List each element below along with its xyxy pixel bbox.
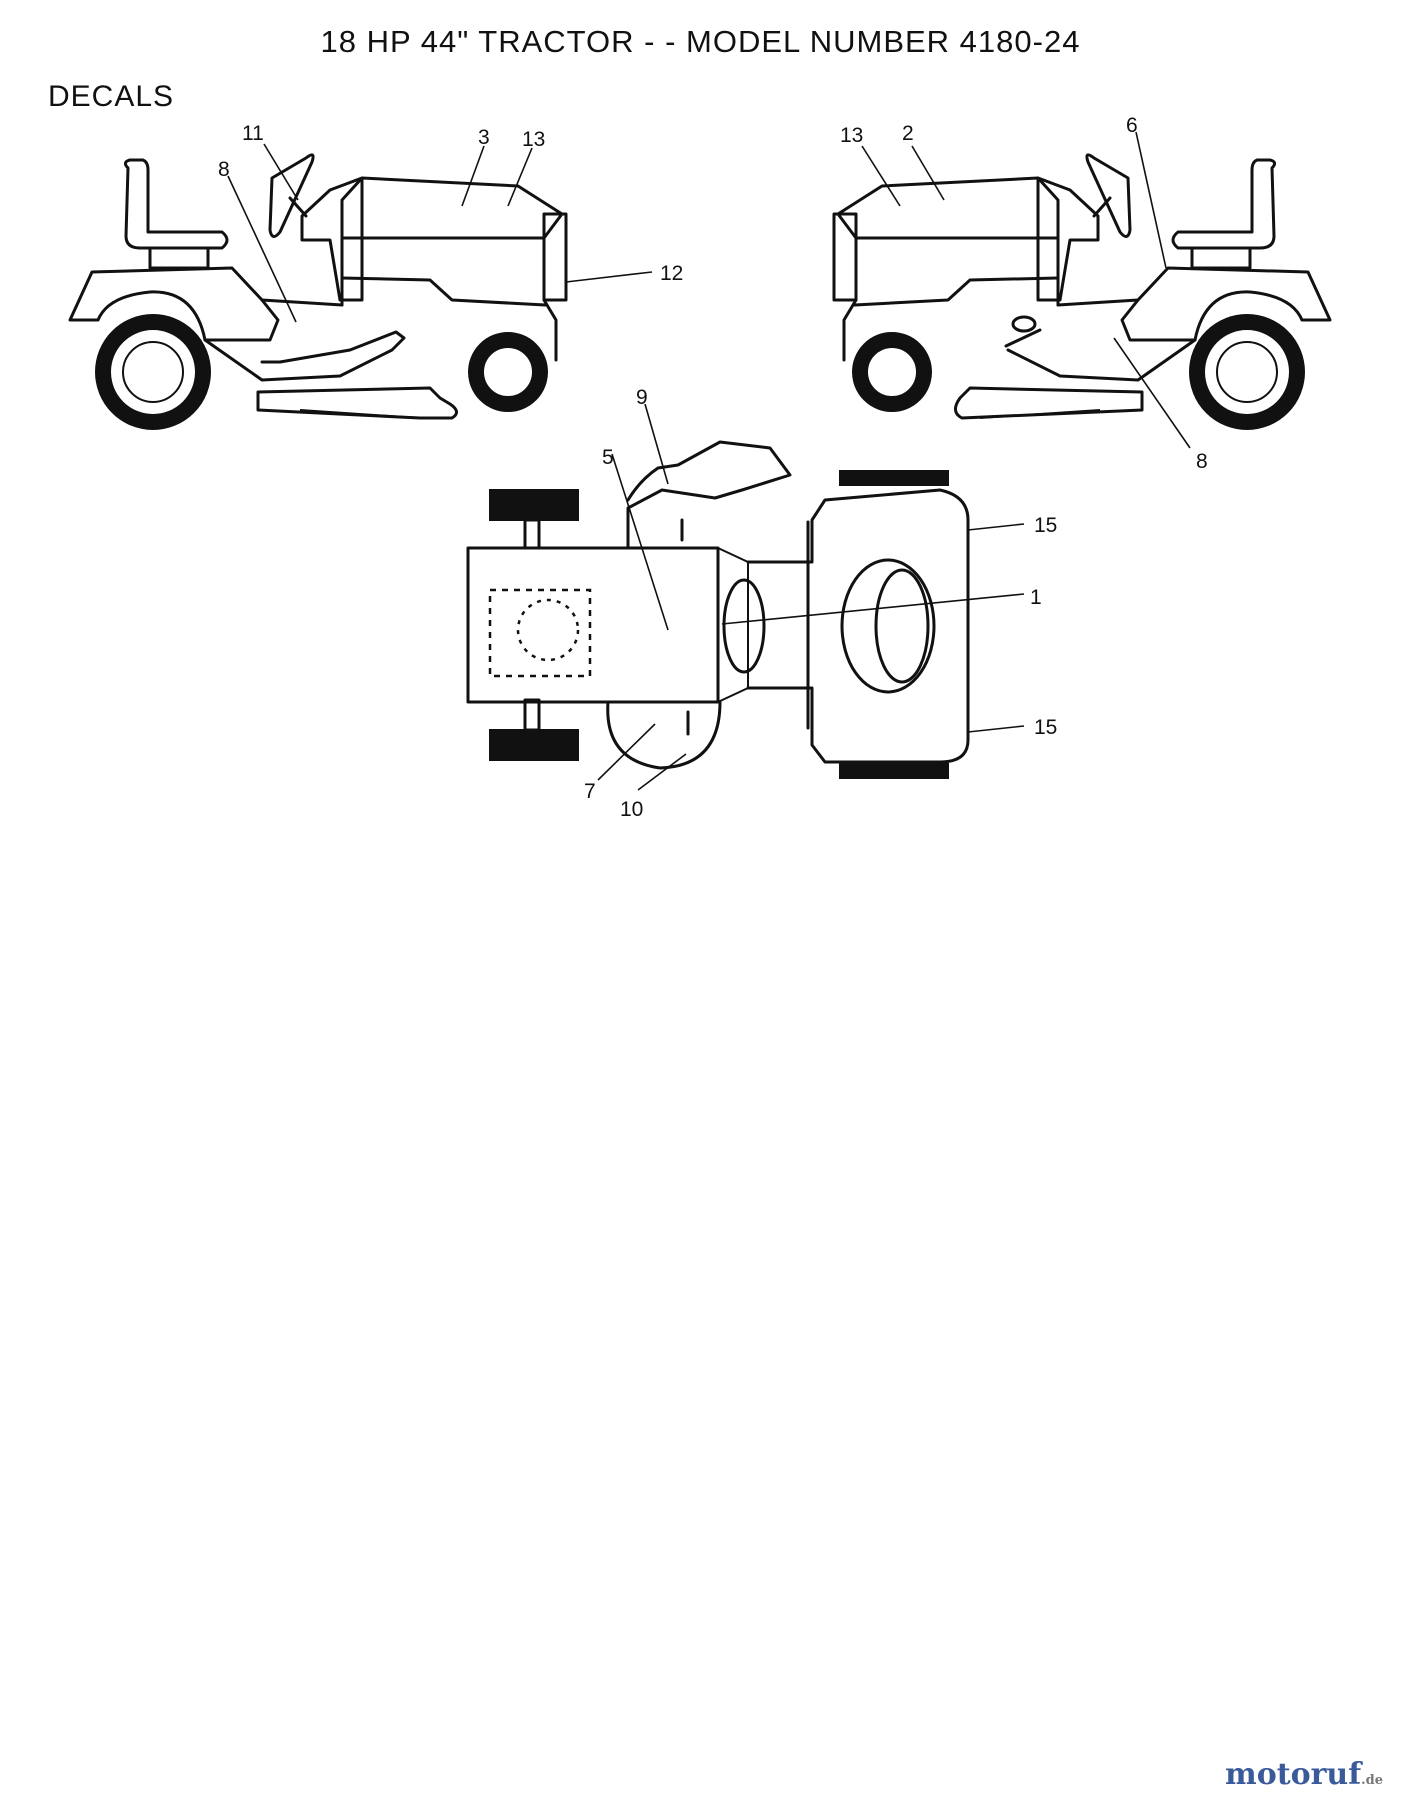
top-rear-tire-upper	[839, 470, 949, 486]
left-seat-post	[148, 246, 210, 270]
callout-left-12: 12	[660, 262, 683, 285]
left-side-view	[68, 153, 568, 430]
left-hood	[340, 176, 564, 240]
callout-numbers: 11 3 13 8 12 13 2 6 8 9 5 15 1 15 7 10	[218, 114, 1208, 821]
callout-top-7: 7	[584, 780, 596, 803]
callout-left-3: 3	[478, 126, 490, 149]
top-rear-tire-lower	[839, 763, 949, 779]
right-seat-post	[1190, 246, 1252, 270]
callout-top-15b: 15	[1034, 716, 1057, 739]
watermark-tld: .de	[1361, 1773, 1383, 1788]
right-lift-lever	[1004, 328, 1042, 348]
right-grille	[832, 212, 858, 302]
top-hood	[466, 546, 720, 704]
callout-left-13: 13	[522, 128, 545, 151]
right-mower-deck	[954, 386, 1144, 420]
callout-left-8: 8	[218, 158, 230, 181]
section-heading: DECALS	[48, 80, 175, 113]
top-chute	[606, 700, 722, 770]
callout-right-6: 6	[1126, 114, 1138, 137]
callout-top-9: 9	[636, 386, 648, 409]
right-rear-wheel	[1189, 314, 1305, 430]
right-side-view	[832, 153, 1332, 430]
callout-top-5: 5	[602, 446, 614, 469]
callout-right-2: 2	[902, 122, 914, 145]
left-front-wheel	[468, 332, 548, 412]
right-dash	[1036, 176, 1100, 302]
left-grille	[542, 212, 568, 302]
top-side-panel	[626, 440, 792, 550]
left-dash	[300, 176, 364, 302]
callout-right-8: 8	[1196, 450, 1208, 473]
left-mower-deck	[256, 386, 458, 420]
right-seat	[1171, 158, 1277, 250]
callout-top-15a: 15	[1034, 514, 1057, 537]
callout-left-11: 11	[242, 122, 264, 145]
callout-top-1: 1	[1030, 586, 1042, 609]
right-front-wheel	[852, 332, 932, 412]
left-steering-wheel	[268, 153, 315, 238]
top-view	[466, 440, 970, 779]
top-steering	[722, 578, 766, 674]
callout-top-10: 10	[620, 798, 643, 821]
top-front-tire-lower	[489, 729, 579, 761]
leader-lines	[227, 131, 1191, 791]
page-title: 18 HP 44" TRACTOR - - MODEL NUMBER 4180-…	[320, 24, 1081, 59]
top-front-tire-upper	[489, 489, 579, 521]
left-rear-wheel	[95, 314, 211, 430]
top-seat-outer	[840, 558, 936, 694]
right-steering-wheel	[1085, 153, 1132, 238]
watermark-text: motoruf	[1224, 1757, 1362, 1792]
right-hood	[836, 176, 1060, 240]
left-seat	[123, 158, 229, 250]
callout-right-13: 13	[840, 124, 863, 147]
watermark-logo: motoruf.de	[1225, 1757, 1383, 1792]
